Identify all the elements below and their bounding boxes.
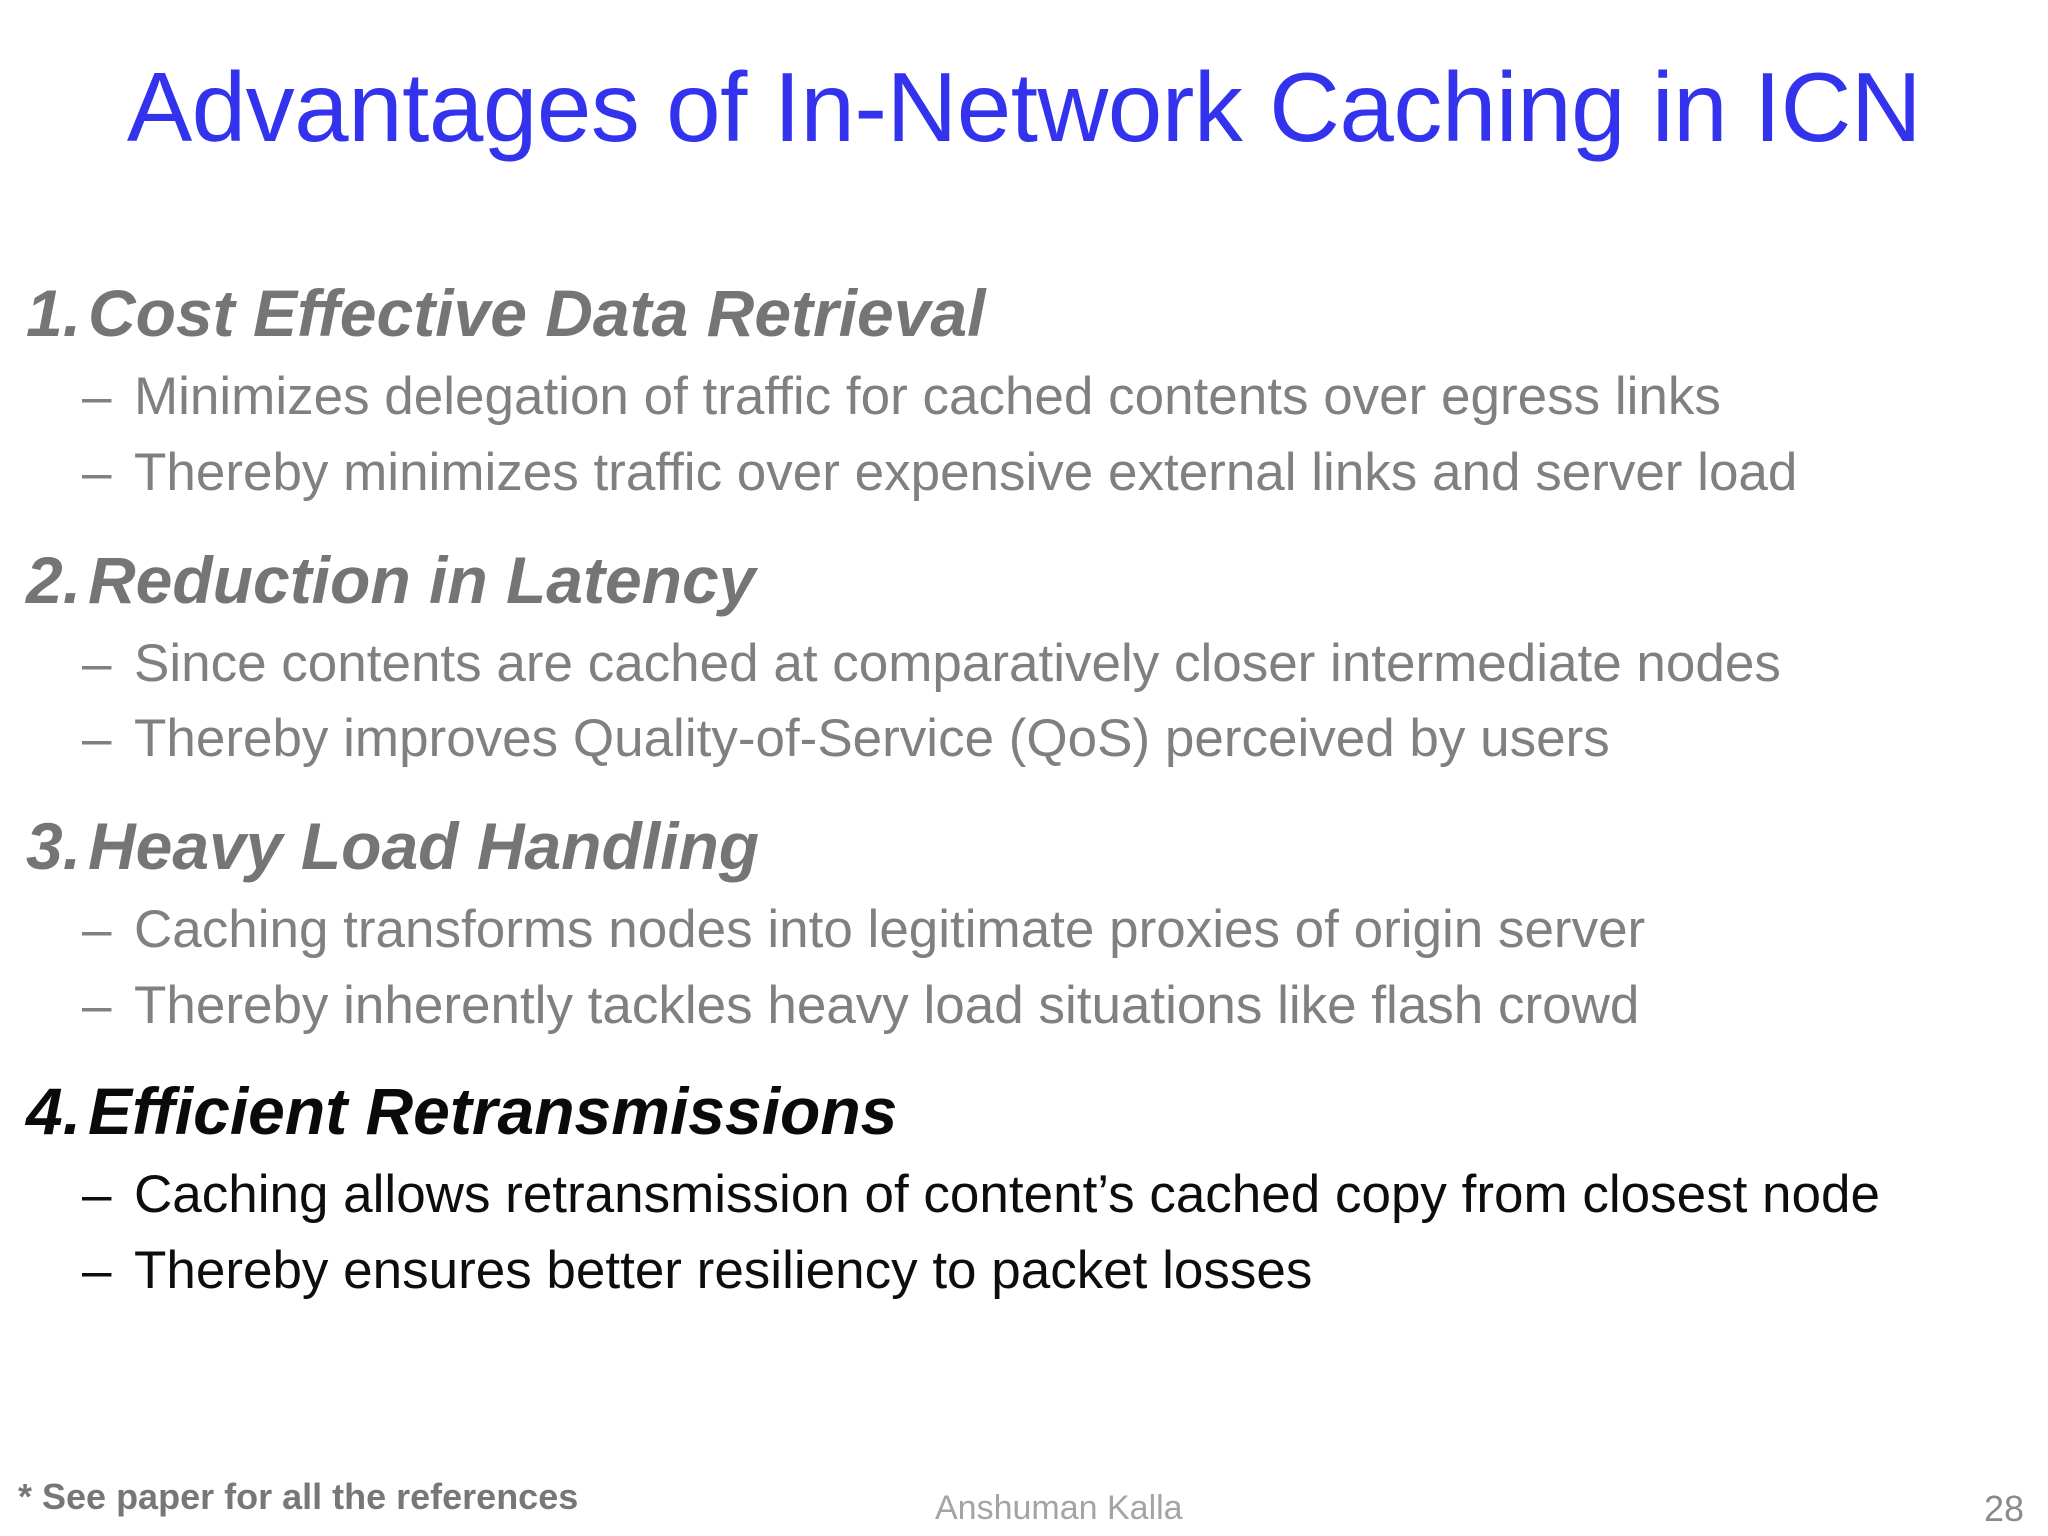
item-3-bullet-2: – Thereby inherently tackles heavy load … — [0, 978, 2048, 1034]
item-2-bullet-2-text: Thereby improves Quality-of-Service (QoS… — [134, 709, 1610, 769]
dash-bullet-icon: – — [82, 367, 112, 427]
item-1-number: 1. — [26, 276, 82, 350]
item-1-heading: 1. Cost Effective Data Retrieval — [0, 276, 2048, 350]
item-4-number: 4. — [26, 1073, 82, 1148]
item-2-heading-text: Reduction in Latency — [88, 542, 756, 617]
list-item-3: 3. Heavy Load Handling – Caching transfo… — [0, 809, 2048, 1034]
list-item-1: 1. Cost Effective Data Retrieval – Minim… — [0, 276, 2048, 501]
dash-bullet-icon: – — [82, 709, 112, 769]
dash-bullet-icon: – — [82, 442, 112, 502]
item-4-bullet-1: – Caching allows retransmission of conte… — [0, 1167, 2048, 1223]
list-item-2: 2. Reduction in Latency – Since contents… — [0, 542, 2048, 768]
item-1-bullet-2: – Thereby minimizes traffic over expensi… — [0, 445, 2048, 501]
item-1-bullet-1-text: Minimizes delegation of traffic for cach… — [134, 367, 1721, 427]
footer-reference-note: * See paper for all the references — [18, 1476, 579, 1517]
item-2-bullet-1-text: Since contents are cached at comparative… — [134, 633, 1781, 693]
item-2-bullet-1: – Since contents are cached at comparati… — [0, 636, 2048, 692]
item-1-bullet-1: – Minimizes delegation of traffic for ca… — [0, 369, 2048, 425]
item-4-bullet-2-text: Thereby ensures better resiliency to pac… — [134, 1240, 1313, 1300]
item-3-heading-text: Heavy Load Handling — [88, 809, 760, 884]
page-title: Advantages of In-Network Caching in ICN — [126, 52, 1922, 162]
item-3-bullet-2-text: Thereby inherently tackles heavy load si… — [134, 976, 1640, 1035]
dash-bullet-icon: – — [82, 1240, 112, 1300]
item-4-bullet-2: – Thereby ensures better resiliency to p… — [0, 1240, 2048, 1300]
advantages-list: 1. Cost Effective Data Retrieval – Minim… — [0, 276, 2048, 1300]
footer-author: Anshuman Kalla — [935, 1489, 1183, 1527]
dash-bullet-icon: – — [82, 1164, 112, 1224]
item-3-bullet-1-text: Caching transforms nodes into legitimate… — [134, 900, 1646, 960]
list-item-4: 4. Efficient Retransmissions – Caching a… — [0, 1073, 2048, 1300]
dash-bullet-icon: – — [82, 976, 112, 1035]
item-4-heading-text: Efficient Retransmissions — [88, 1073, 898, 1148]
footer-page-number: 28 — [1983, 1488, 2024, 1529]
item-2-heading: 2. Reduction in Latency — [0, 542, 2048, 617]
dash-bullet-icon: – — [82, 633, 112, 693]
item-3-number: 3. — [26, 809, 82, 884]
item-4-heading: 4. Efficient Retransmissions — [0, 1073, 2048, 1148]
item-2-number: 2. — [26, 542, 82, 617]
item-3-bullet-1: – Caching transforms nodes into legitima… — [0, 902, 2048, 958]
item-2-bullet-2: – Thereby improves Quality-of-Service (Q… — [0, 711, 2048, 767]
item-1-bullet-2-text: Thereby minimizes traffic over expensive… — [134, 442, 1798, 502]
dash-bullet-icon: – — [82, 900, 112, 960]
item-1-heading-text: Cost Effective Data Retrieval — [88, 276, 986, 350]
item-4-bullet-1-text: Caching allows retransmission of content… — [134, 1164, 1880, 1224]
item-3-heading: 3. Heavy Load Handling — [0, 809, 2048, 884]
